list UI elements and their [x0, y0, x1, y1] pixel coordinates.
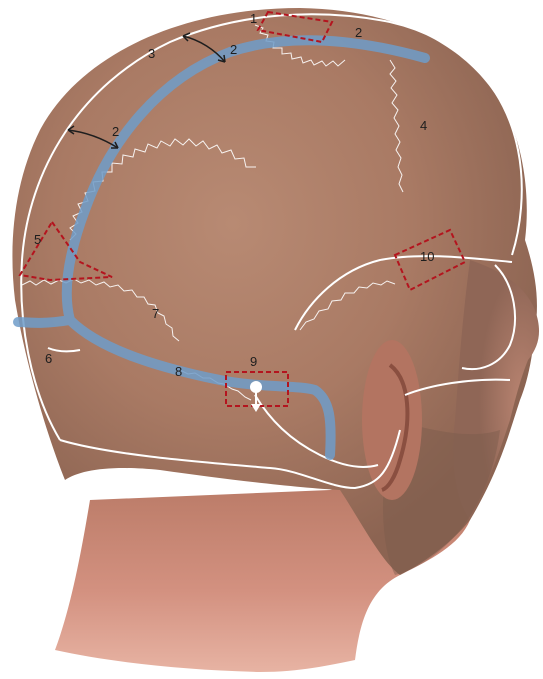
sutures — [21, 24, 404, 401]
mastoid-line — [254, 394, 379, 468]
label-10: 10 — [420, 249, 434, 264]
occipital-small-line — [47, 347, 81, 353]
label-2-top: 2 — [355, 25, 362, 40]
marker-box-10 — [393, 228, 467, 292]
pin-arrowhead — [251, 404, 261, 412]
label-3: 3 — [148, 46, 155, 61]
marker-box-1 — [256, 10, 334, 44]
label-2-lower: 2 — [112, 124, 119, 139]
arrowhead-lower-a — [67, 125, 75, 135]
ear-inner — [381, 363, 410, 492]
marker-box-5 — [18, 220, 113, 282]
number-labels: 1 2 2 2 3 4 5 6 7 8 9 10 — [34, 11, 434, 379]
sphenoid-suture — [299, 280, 396, 331]
label-9: 9 — [250, 354, 257, 369]
coronal-suture — [389, 59, 404, 193]
label-4: 4 — [420, 118, 427, 133]
label-1: 1 — [250, 11, 257, 26]
zygomatic-arch — [404, 378, 511, 396]
label-8: 8 — [175, 364, 182, 379]
double-arrow-upper — [182, 35, 226, 63]
double-arrow-lower — [67, 129, 119, 149]
marker-boxes — [18, 10, 467, 407]
arrowhead-upper-b — [217, 54, 226, 63]
orbit-line — [461, 264, 516, 370]
pin-marker — [250, 381, 262, 412]
head-photo — [12, 8, 540, 672]
lambdoid-suture — [69, 138, 256, 241]
label-2-upper: 2 — [230, 42, 237, 57]
label-7: 7 — [152, 306, 159, 321]
ear — [362, 340, 422, 500]
label-6: 6 — [45, 351, 52, 366]
arrows — [67, 32, 226, 149]
skull-base-outline — [59, 429, 401, 490]
arrowhead-lower-b — [111, 141, 119, 149]
sagittal-suture — [254, 24, 346, 67]
temporal-line — [294, 255, 513, 331]
arrowhead-upper-a — [182, 32, 191, 42]
label-5: 5 — [34, 232, 41, 247]
face-skin — [453, 260, 540, 520]
squamous-suture — [21, 278, 180, 342]
